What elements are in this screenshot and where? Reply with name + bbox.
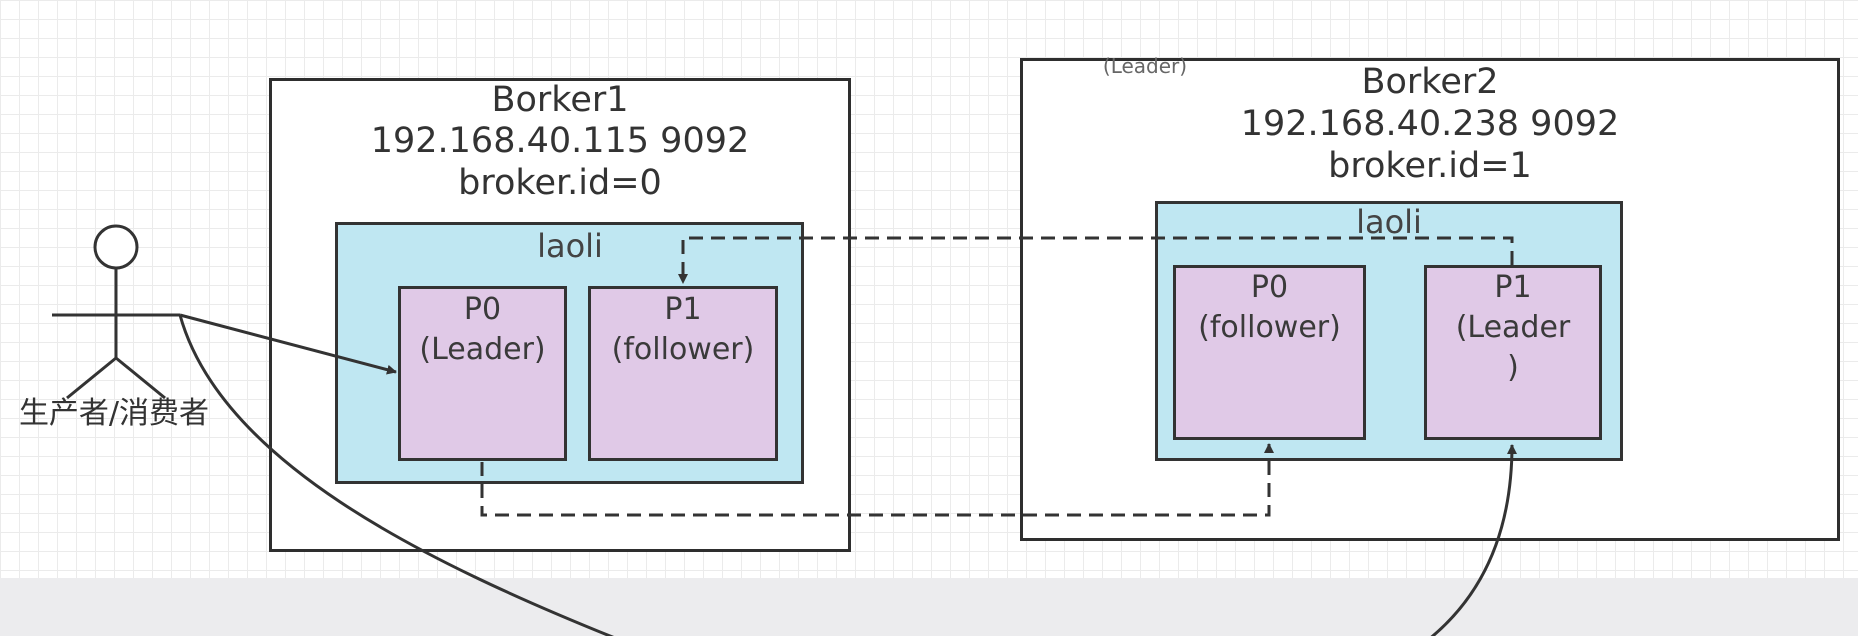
broker2-topic-label: laoli bbox=[1356, 203, 1422, 241]
broker2-id: broker.id=1 bbox=[1328, 146, 1532, 186]
broker2-p1-name: P1 bbox=[1494, 270, 1532, 305]
actor-left-leg bbox=[66, 356, 117, 400]
broker2-title: Borker2 bbox=[1361, 62, 1499, 102]
broker1-address: 192.168.40.115 9092 bbox=[370, 121, 750, 161]
broker1-p0-role: (Leader) bbox=[419, 332, 546, 367]
broker2-p0-role: (follower) bbox=[1198, 310, 1341, 345]
broker2-p0-name: P0 bbox=[1250, 270, 1289, 305]
stick-figure-icon[interactable] bbox=[52, 224, 180, 400]
broker1-p1-name: P1 bbox=[664, 292, 702, 327]
broker2-p1-role: (Leader ) bbox=[1455, 310, 1571, 385]
broker2-partition-p0[interactable] bbox=[1173, 265, 1366, 440]
replication-broker2-p1-to-broker1-p1[interactable] bbox=[678, 236, 1514, 284]
actor-head bbox=[93, 224, 139, 270]
bottom-toolbar-area bbox=[0, 578, 1858, 636]
broker2-address: 192.168.40.238 9092 bbox=[1240, 104, 1620, 144]
actor-label: 生产者/消费者 bbox=[18, 396, 210, 431]
broker1-p1-role: (follower) bbox=[611, 332, 755, 367]
broker1-p0-name: P0 bbox=[463, 292, 502, 327]
broker2-partition-p1[interactable] bbox=[1424, 265, 1602, 440]
replication-broker1-p0-to-broker2-p0[interactable] bbox=[480, 443, 1274, 517]
actor-right-leg bbox=[115, 356, 166, 400]
broker1-id: broker.id=0 bbox=[458, 163, 662, 203]
broker1-partition-p1[interactable] bbox=[588, 286, 778, 461]
broker1-topic-label: laoli bbox=[537, 227, 603, 265]
broker1-title: Borker1 bbox=[491, 80, 629, 120]
arrow-actor-to-broker1-p0[interactable] bbox=[179, 313, 397, 375]
arrow-actor-to-broker2-p1[interactable] bbox=[178, 314, 1512, 636]
broker2-floating-label: (Leader) bbox=[1102, 54, 1188, 78]
broker1-partition-p0[interactable] bbox=[398, 286, 567, 461]
